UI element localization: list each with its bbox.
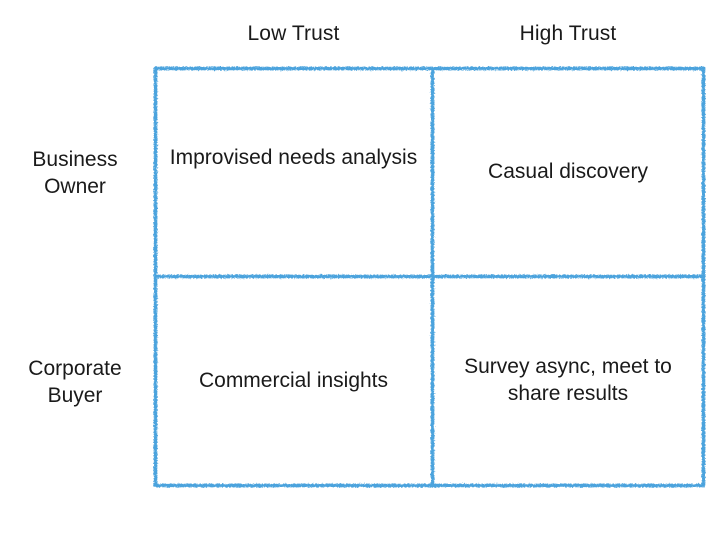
matrix-cell-label: Commercial insights — [198, 369, 389, 392]
row-header-line-2: Owner — [44, 175, 106, 198]
matrix-cell-corporate-buyer-high-trust[interactable]: Survey async, meet to share results — [432, 277, 704, 486]
row-header-corporate-buyer: Corporate Buyer — [0, 355, 150, 409]
matrix-grid: Improvised needs analysis Casual discove… — [153, 66, 706, 488]
row-header-line-1: Corporate — [28, 357, 122, 380]
matrix-cell-corporate-buyer-low-trust[interactable]: Commercial insights — [155, 277, 432, 486]
matrix-cell-label: Survey async, meet to share results — [464, 355, 672, 405]
row-header-line-2: Buyer — [47, 384, 103, 407]
column-header-low-trust: Low Trust — [247, 22, 340, 45]
matrix-cell-label: Improvised needs analysis — [169, 146, 418, 169]
row-header-line-1: Business — [32, 148, 118, 171]
column-header-high-trust: High Trust — [519, 22, 617, 45]
matrix-cell-label: Casual discovery — [488, 160, 648, 183]
matrix-cell-business-owner-high-trust[interactable]: Casual discovery — [432, 68, 704, 277]
row-header-business-owner: Business Owner — [0, 146, 150, 200]
matrix-cell-business-owner-low-trust[interactable]: Improvised needs analysis — [155, 68, 432, 277]
